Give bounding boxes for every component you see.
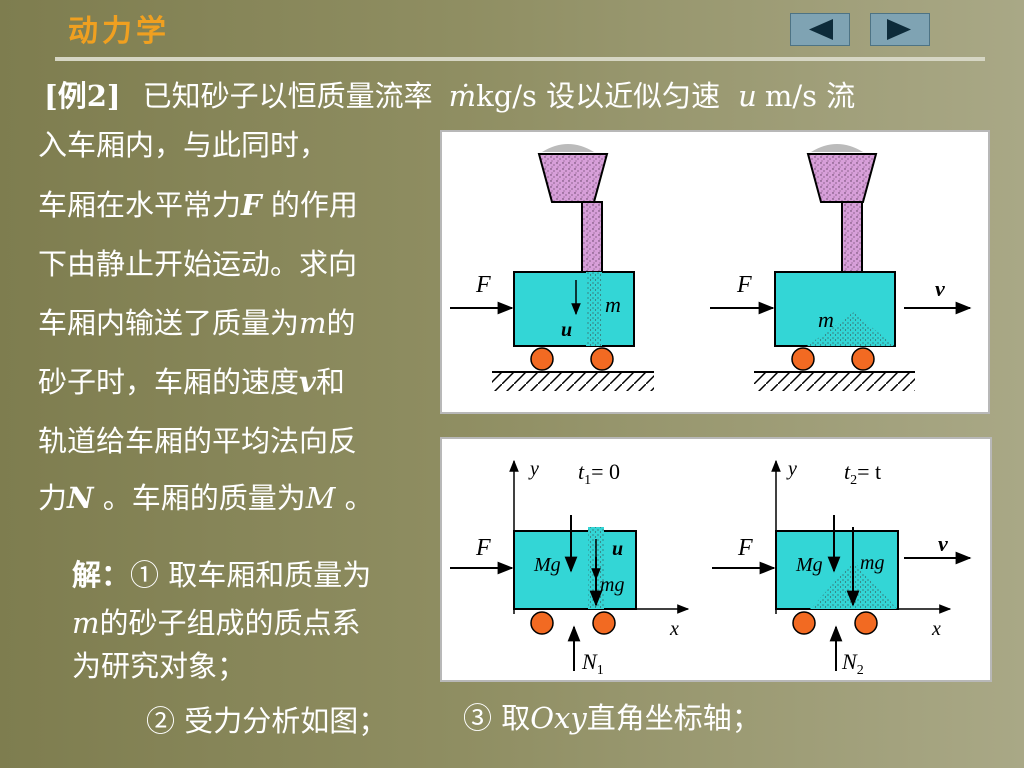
problem-text: 和 [315, 365, 345, 399]
solution-label: 解： [72, 558, 131, 592]
velocity-symbol: v [299, 365, 316, 399]
sand-cart-diagram: F u m F v m [450, 144, 972, 391]
right-sand-pile [807, 312, 894, 346]
label-F: F [475, 272, 491, 298]
label-v: v [938, 531, 948, 556]
problem-line-3: 车厢在水平常力F 的作用 [38, 191, 358, 220]
prev-slide-button[interactable] [790, 13, 850, 46]
right-triangle-icon [887, 19, 911, 40]
wheel [590, 347, 614, 371]
label-u: u [612, 538, 623, 560]
label-F: F [737, 535, 753, 561]
wheel [792, 611, 816, 635]
solution-step-2: ② 受力分析如图； [146, 704, 388, 738]
wheel [530, 611, 554, 635]
left-sand-stream [586, 272, 602, 346]
label-Mg: Mg [795, 554, 823, 576]
oxy-symbol: Oxy [530, 701, 587, 735]
solution-text: 的砂子组成的质点系 [99, 606, 361, 640]
label-N1: N1 [581, 649, 604, 678]
time-label: t2= t [844, 459, 881, 488]
wheel [530, 347, 554, 371]
ground [754, 373, 915, 391]
left-triangle-icon [809, 19, 833, 40]
bottom-figure-panel: y x t1= 0 F Mg u mg N1 y x t2= t F Mg v … [440, 437, 992, 682]
problem-text: 流 [826, 79, 856, 113]
label-m: m [605, 292, 621, 317]
mass-rate-symbol: ṁ [448, 79, 477, 113]
label-u: u [561, 319, 572, 341]
axis-y: y [786, 458, 797, 480]
free-body-diagram: y x t1= 0 F Mg u mg N1 y x t2= t F Mg v … [450, 458, 972, 678]
axis-x: x [669, 618, 679, 640]
wheel [592, 611, 616, 635]
slide-title: 动力学 [68, 14, 170, 49]
problem-line-4: 下由静止开始运动。求向 [38, 247, 358, 281]
mass-symbol: m [299, 306, 327, 340]
problem-text: 的作用 [261, 188, 358, 222]
wheel [791, 347, 815, 371]
next-slide-button[interactable] [870, 13, 930, 46]
label-m: m [818, 307, 834, 332]
problem-text: 。车厢的质量为 [93, 481, 306, 515]
label-Mg: Mg [533, 554, 561, 576]
u-symbol: u [738, 79, 757, 113]
left-cart [513, 530, 637, 610]
problem-text: 设以近似匀速 [546, 79, 721, 113]
solution-text: ① 取车厢和质量为 [130, 558, 372, 592]
top-figure-panel: F u m F v m [440, 130, 990, 414]
wheel [854, 611, 878, 635]
solution-step-1-cont: m的砂子组成的质点系 [72, 609, 361, 638]
unit-kgs: kg/s [476, 79, 537, 113]
solution-text: 直角坐标轴； [586, 701, 761, 735]
label-F: F [475, 535, 491, 561]
problem-line-8: 力N 。车厢的质量为M 。 [38, 484, 374, 513]
problem-text: 车厢内输送了质量为 [38, 306, 300, 340]
label-F: F [736, 272, 752, 298]
ground [492, 373, 654, 391]
problem-text: 砂子时，车厢的速度 [38, 365, 300, 399]
label-mg: mg [600, 574, 624, 596]
wheel [851, 347, 875, 371]
force-symbol: F [241, 188, 262, 222]
header-divider [55, 57, 985, 61]
label-mg: mg [860, 552, 884, 574]
solution-text: ③ 取 [463, 701, 531, 735]
problem-text: 的 [326, 306, 356, 340]
solution-step-1-end: 为研究对象； [72, 649, 247, 683]
label-v: v [935, 276, 945, 301]
right-hopper [806, 144, 878, 273]
normal-force-symbol: N [67, 481, 94, 515]
solution-step-3: ③ 取Oxy直角坐标轴； [463, 704, 761, 733]
problem-text: 力 [38, 481, 68, 515]
mass-symbol: m [72, 606, 100, 640]
left-hopper [537, 144, 609, 273]
axis-x: x [931, 618, 941, 640]
problem-text: 。 [335, 481, 374, 515]
label-N2: N2 [841, 649, 864, 678]
unit-ms: m/s [764, 79, 818, 113]
cart-mass-symbol: M [305, 481, 336, 515]
problem-line-2: 入车厢内，与此同时， [38, 128, 329, 162]
example-tag: [例2] [44, 79, 121, 113]
axis-y: y [528, 458, 539, 480]
solution-step-1: 解：① 取车厢和质量为 [72, 561, 371, 590]
problem-line-6: 砂子时，车厢的速度v和 [38, 368, 345, 397]
problem-text: 已知砂子以恒质量流率 [142, 79, 433, 113]
problem-text: 车厢在水平常力 [38, 188, 242, 222]
problem-line-5: 车厢内输送了质量为m的 [38, 309, 356, 338]
time-label: t1= 0 [578, 459, 620, 488]
problem-line-7: 轨道给车厢的平均法向反 [38, 424, 358, 458]
